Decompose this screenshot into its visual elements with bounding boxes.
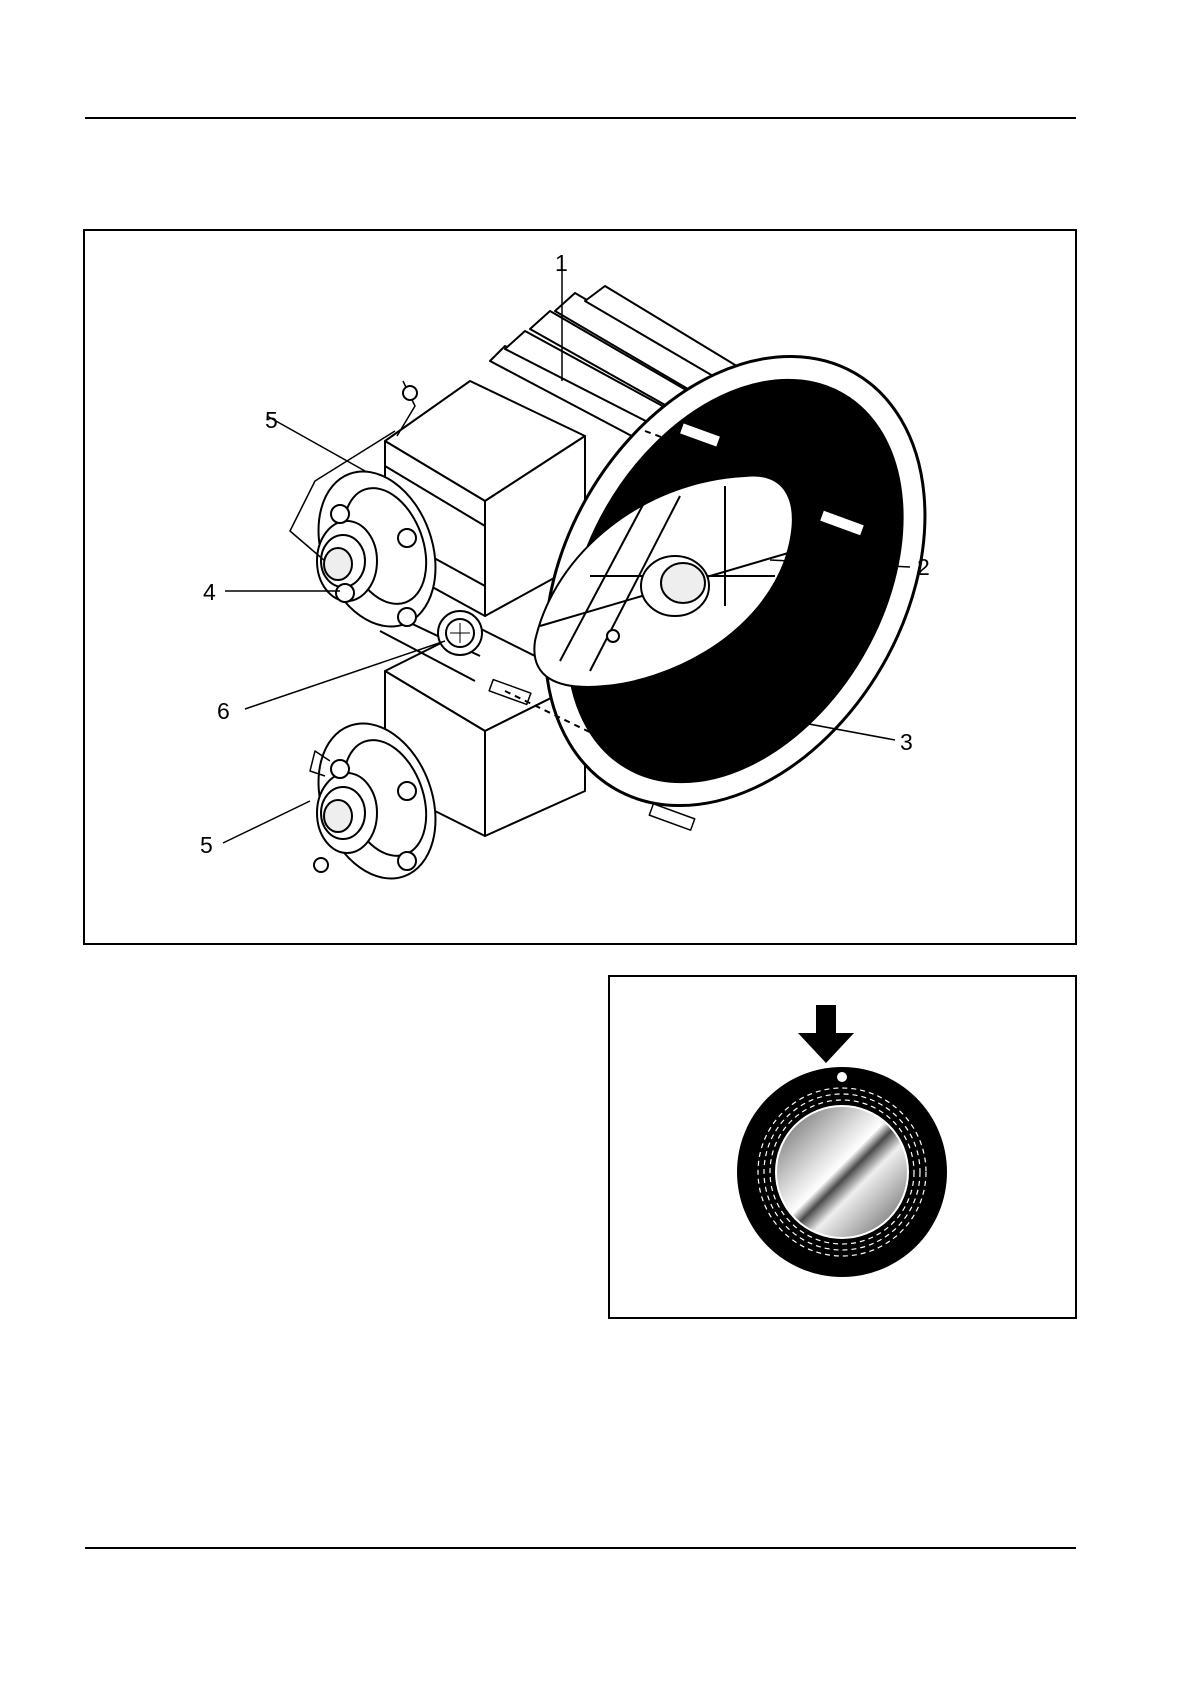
pump-housing-illustration: 1 2 3 4 5 5 6 [85,231,1075,943]
callout-3: 3 [900,729,913,755]
sight-glass-window [776,1106,908,1238]
callout-1: 1 [555,250,568,276]
callout-4: 4 [203,579,216,605]
callout-5-lower: 5 [200,832,213,858]
detail-figure-frame [608,975,1077,1319]
callout-6: 6 [217,698,230,724]
sight-glass-detail [610,977,1075,1317]
header-rule [85,117,1076,119]
sight-gauge [438,611,482,655]
callout-5-upper: 5 [265,407,278,433]
indicator-arrow-icon [798,1005,854,1063]
callout-2: 2 [917,554,930,580]
main-figure-frame: 1 2 3 4 5 5 6 [83,229,1077,945]
footer-rule [85,1547,1076,1549]
gauge-marker-dot [837,1072,847,1082]
